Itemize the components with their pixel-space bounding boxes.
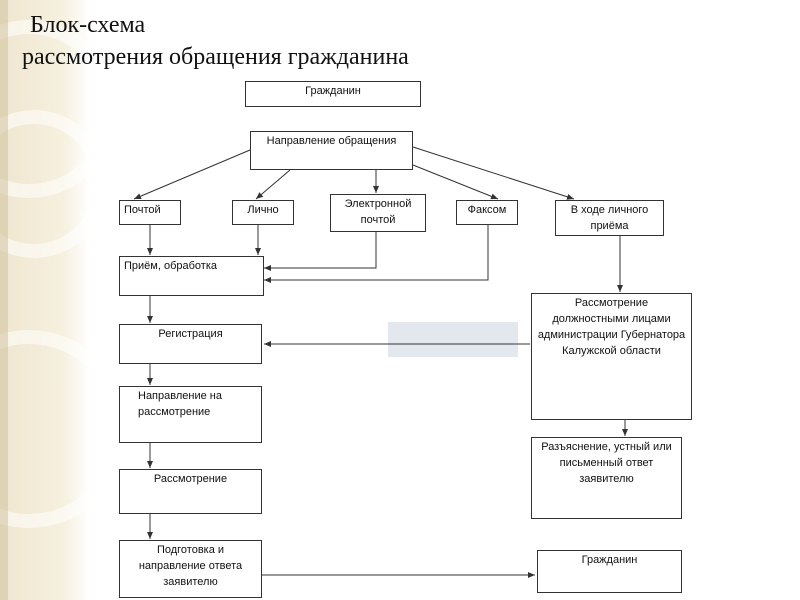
title-line-2: рассмотрения обращения гражданина	[22, 43, 409, 70]
arrow-email-to-intake	[264, 232, 377, 271]
box-review: Рассмотрение	[119, 469, 262, 514]
left-decoration	[0, 0, 90, 600]
box-consideration-officials: Рассмотрение должностными лицами админис…	[531, 293, 692, 420]
box-registration: Регистрация	[119, 324, 262, 364]
box-intake: Приём, обработка	[119, 256, 264, 296]
box-citizen-bottom: Гражданин	[537, 550, 682, 593]
box-explanation: Разъяснение, устный или письменный ответ…	[531, 437, 682, 519]
box-personal-reception: В ходе личного приёма	[555, 200, 664, 236]
box-by-mail: Почтой	[119, 200, 181, 225]
highlight-band	[388, 322, 518, 357]
box-in-person: Лично	[232, 200, 294, 225]
box-direction: Направление обращения	[250, 131, 413, 170]
title-line-1: Блок-схема	[30, 12, 146, 38]
arrow-direction-to-in-person	[255, 169, 291, 200]
box-citizen-top: Гражданин	[245, 81, 421, 107]
arrow-direction-to-personal	[412, 146, 575, 200]
diagram-title: Блок-схема рассмотрения обращения гражда…	[22, 10, 409, 73]
arrow-fax-to-intake	[264, 225, 489, 283]
box-send-for-review: Направление на рассмотрение	[119, 386, 262, 443]
arrow-direction-to-fax	[412, 164, 499, 200]
arrow-direction-to-mail	[133, 149, 251, 200]
box-fax: Факсом	[456, 200, 518, 225]
box-prepare-answer: Подготовка и направление ответа заявител…	[119, 540, 262, 598]
box-email: Электронной почтой	[330, 194, 426, 232]
